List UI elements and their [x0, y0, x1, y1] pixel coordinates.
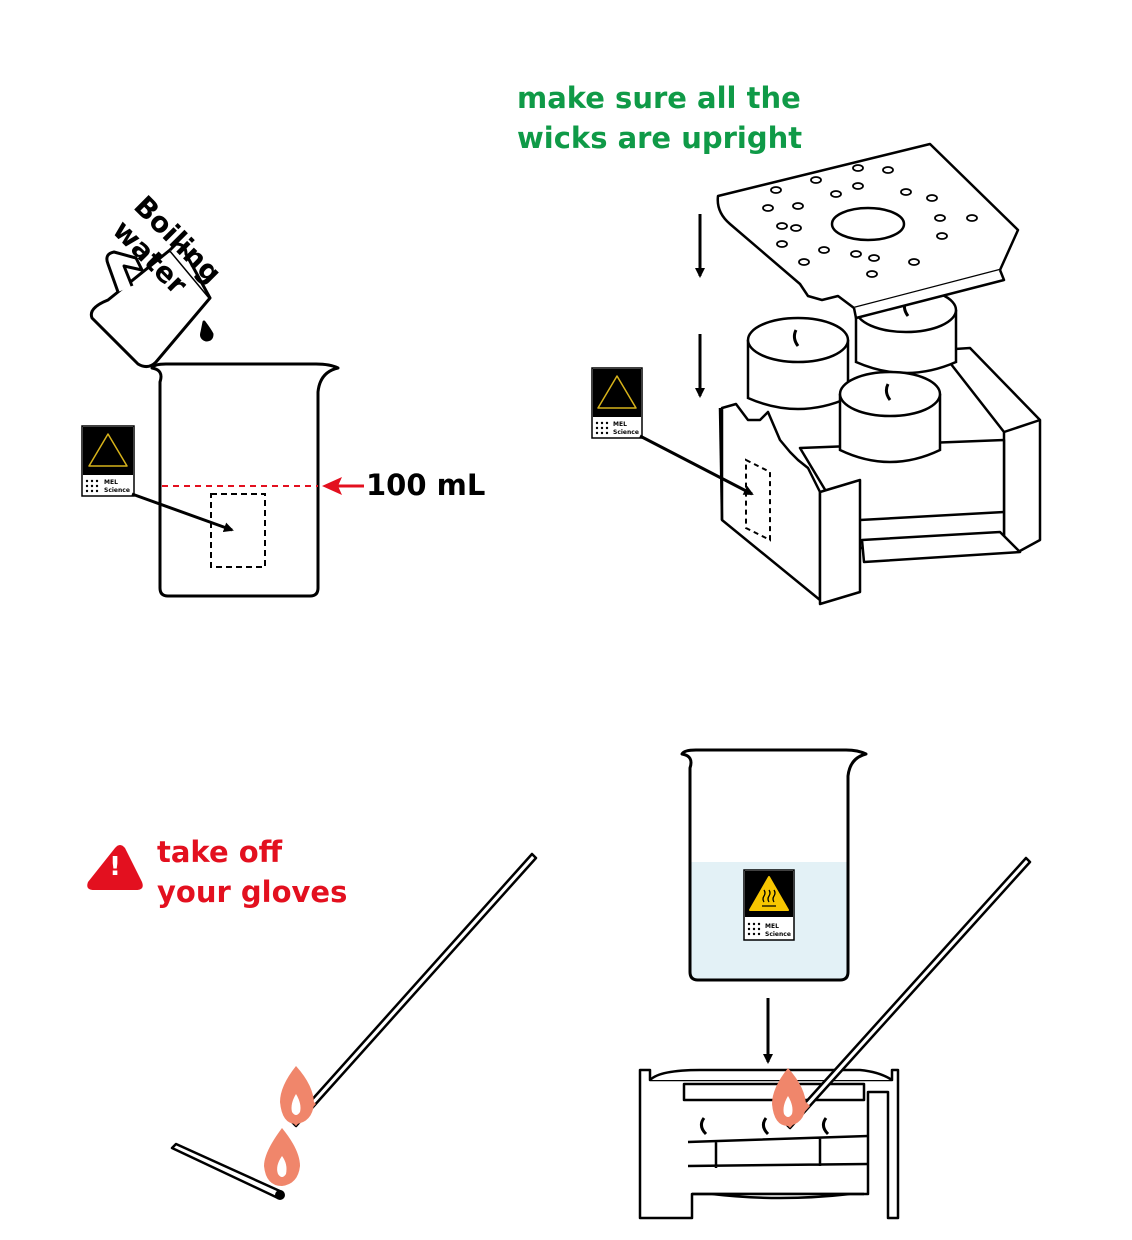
gloves-line1: take off: [157, 835, 283, 869]
tealight-icon: [746, 286, 958, 464]
sticker-placement-arrow: [639, 434, 754, 496]
sticker-icon: MEL Science: [81, 425, 135, 497]
flame-icon: [280, 1066, 314, 1124]
panel-heat-beaker: MEL Science: [638, 748, 1032, 1220]
sticker-target: [210, 493, 266, 568]
sticker-placement-arrow: [131, 492, 234, 532]
svg-text:MEL: MEL: [765, 923, 779, 930]
hot-surface-icon: MEL Science: [743, 869, 795, 941]
volume-mark-arrow: [322, 477, 364, 495]
jug-icon: [89, 242, 214, 369]
beaker-icon: [150, 362, 340, 598]
svg-text:Science: Science: [104, 487, 130, 494]
panel-assemble-stand: MEL Science: [591, 142, 1042, 606]
wicks-instruction: make sure all the wicks are upright: [517, 78, 802, 158]
stand-lid-plate: [716, 142, 1020, 320]
svg-text:MEL: MEL: [104, 479, 118, 486]
match-icon: [170, 1142, 285, 1200]
svg-text:Science: Science: [765, 931, 791, 938]
wicks-line2: wicks are upright: [517, 121, 803, 155]
warning-triangle-icon: [87, 845, 143, 890]
gloves-warning: take off your gloves: [157, 832, 347, 912]
svg-text:Science: Science: [613, 429, 639, 436]
burner-stand-icon: [638, 1068, 900, 1220]
panel-light-match: [87, 845, 538, 1200]
beaker-icon: [680, 748, 868, 982]
warning-exclamation: !: [109, 852, 121, 882]
panel-boiling-water: MEL Science: [81, 242, 364, 598]
flame-icon: [772, 1068, 806, 1126]
stand-sticker-target: [745, 458, 771, 542]
volume-mark-label: 100 mL: [366, 468, 486, 502]
gloves-line2: your gloves: [157, 875, 348, 909]
wicks-line1: make sure all the: [517, 81, 801, 115]
sticker-icon: MEL Science: [591, 367, 643, 439]
svg-text:MEL: MEL: [613, 421, 627, 428]
